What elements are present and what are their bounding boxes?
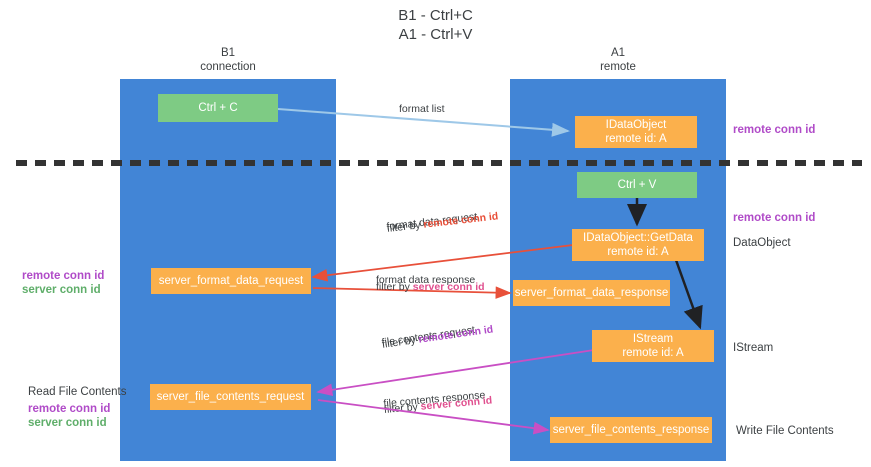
diagram-title: B1 - Ctrl+C A1 - Ctrl+V <box>0 6 871 44</box>
annotation-right-remote-conn-id-top: remote conn id <box>733 123 815 137</box>
diagram-title-line-2: A1 - Ctrl+V <box>398 26 473 43</box>
node-server-file-contents-request[interactable]: server_file_contents_request <box>150 384 311 410</box>
edge-label-file-contents-request-filter: filter by remote conn id <box>381 323 494 351</box>
edge-label-format-data-response-filter: filter by server conn id <box>376 281 485 294</box>
annotation-right-write-file-contents-text: Write File Contents <box>736 425 834 437</box>
annotation-left-remote-conn-id-mid-text: remote conn id <box>22 270 105 282</box>
edge-label-format-list-text: format list <box>399 103 445 115</box>
annotation-left-server-conn-id-bottom: server conn id <box>28 416 107 430</box>
edge-label-format-list: format list <box>399 103 445 116</box>
annotation-right-remote-conn-id-top-text: remote conn id <box>733 124 816 136</box>
column-header-a1-role: remote <box>600 61 636 73</box>
node-ctrl-v[interactable]: Ctrl + V <box>577 172 697 198</box>
column-header-a1: A1 remote <box>510 46 726 74</box>
node-server-format-data-response-label: server_format_data_response <box>514 287 669 299</box>
column-header-b1-name: B1 <box>220 47 236 59</box>
filter-prefix: filter by <box>383 400 422 416</box>
node-ctrl-v-label: Ctrl + V <box>617 179 657 191</box>
node-idataobject-line-1: IDataObject <box>605 119 667 131</box>
annotation-left-read-file-contents-text: Read File Contents <box>28 386 127 398</box>
annotation-left-read-file-contents: Read File Contents <box>28 385 126 399</box>
column-header-b1-role: connection <box>200 61 256 73</box>
node-server-format-data-response[interactable]: server_format_data_response <box>513 280 670 306</box>
annotation-left-server-conn-id-mid-text: server conn id <box>22 284 101 296</box>
annotation-left-remote-conn-id-bottom: remote conn id <box>28 402 110 416</box>
node-server-file-contents-response[interactable]: server_file_contents_response <box>550 417 712 443</box>
annotation-left-server-conn-id-bottom-text: server conn id <box>28 417 107 429</box>
node-getdata-line-2: remote id: A <box>607 246 669 258</box>
annotation-right-istream-text: IStream <box>733 342 774 354</box>
node-istream[interactable]: IStream remote id: A <box>592 330 714 362</box>
annotation-right-dataobject: DataObject <box>733 236 791 250</box>
node-idataobject[interactable]: IDataObject remote id: A <box>575 116 697 148</box>
annotation-left-remote-conn-id-mid: remote conn id <box>22 269 104 283</box>
node-istream-line-1: IStream <box>632 333 674 345</box>
annotation-right-dataobject-text: DataObject <box>733 237 791 249</box>
column-header-b1: B1 connection <box>120 46 336 74</box>
node-idataobject-getdata[interactable]: IDataObject::GetData remote id: A <box>572 229 704 261</box>
node-ctrl-c[interactable]: Ctrl + C <box>158 94 278 122</box>
annotation-left-remote-conn-id-bottom-text: remote conn id <box>28 403 111 415</box>
annotation-left-server-conn-id-mid: server conn id <box>22 283 101 297</box>
filter-value-server-conn-id: server conn id <box>412 281 485 293</box>
node-idataobject-line-2: remote id: A <box>605 133 667 145</box>
node-server-file-contents-response-label: server_file_contents_response <box>552 424 710 436</box>
node-server-file-contents-request-label: server_file_contents_request <box>156 391 305 403</box>
annotation-right-write-file-contents: Write File Contents <box>736 424 834 438</box>
diagram-title-line-1: B1 - Ctrl+C <box>398 7 473 24</box>
annotation-right-remote-conn-id-mid-text: remote conn id <box>733 212 816 224</box>
column-header-a1-name: A1 <box>610 47 626 59</box>
node-istream-line-2: remote id: A <box>622 347 684 359</box>
filter-prefix: filter by <box>376 281 413 293</box>
filter-prefix: filter by <box>386 218 425 235</box>
node-ctrl-c-label: Ctrl + C <box>198 102 238 114</box>
annotation-right-remote-conn-id-mid: remote conn id <box>733 211 815 225</box>
annotation-right-istream: IStream <box>733 341 773 355</box>
node-server-format-data-request-label: server_format_data_request <box>158 275 304 287</box>
node-server-format-data-request[interactable]: server_format_data_request <box>151 268 311 294</box>
node-getdata-line-1: IDataObject::GetData <box>583 232 693 244</box>
